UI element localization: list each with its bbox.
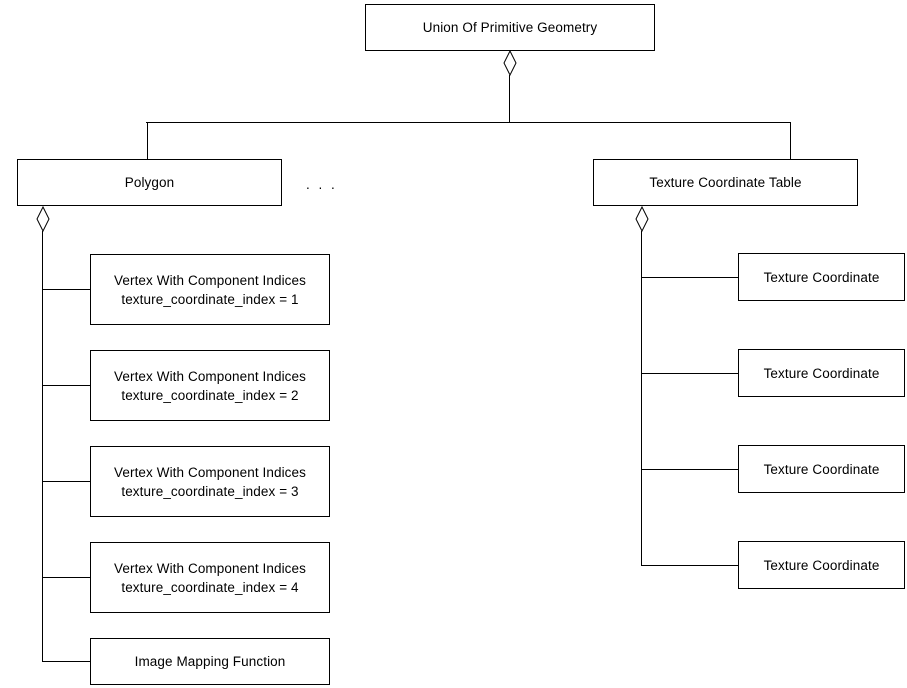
node-label: Texture Coordinate xyxy=(763,269,880,285)
node-label-line1: Vertex With Component Indices xyxy=(114,368,306,384)
node-union-of-primitive-geometry[interactable]: Union Of Primitive Geometry xyxy=(365,4,655,51)
edge-polygon-branch-2 xyxy=(42,385,91,386)
node-image-mapping-function[interactable]: Image Mapping Function xyxy=(90,638,330,685)
edge-polygon-branch-5 xyxy=(42,661,91,662)
edge-texture-table-branch-4 xyxy=(641,565,739,566)
edge-drop-polygon xyxy=(147,122,148,159)
node-polygon[interactable]: Polygon xyxy=(17,159,282,206)
node-vertex-with-component-indices-2[interactable]: Vertex With Component Indices texture_co… xyxy=(90,350,330,421)
node-texture-coordinate-4[interactable]: Texture Coordinate xyxy=(738,541,905,589)
node-texture-coordinate-1[interactable]: Texture Coordinate xyxy=(738,253,905,301)
edge-root-bus xyxy=(146,122,791,123)
edge-polygon-trunk xyxy=(42,231,43,661)
node-label: Union Of Primitive Geometry xyxy=(422,20,598,35)
node-label-line2: texture_coordinate_index = 3 xyxy=(121,483,299,499)
node-label-line2: texture_coordinate_index = 2 xyxy=(121,387,299,403)
node-label-line2: texture_coordinate_index = 4 xyxy=(121,579,299,595)
edge-texture-table-branch-3 xyxy=(641,469,739,470)
edge-drop-texture-coordinate-table xyxy=(790,122,791,159)
node-label: Texture Coordinate xyxy=(763,461,880,477)
node-vertex-with-component-indices-3[interactable]: Vertex With Component Indices texture_co… xyxy=(90,446,330,517)
node-texture-coordinate-table[interactable]: Texture Coordinate Table xyxy=(593,159,858,206)
edge-polygon-branch-3 xyxy=(42,481,91,482)
node-label: Texture Coordinate Table xyxy=(649,175,802,190)
node-label: Texture Coordinate xyxy=(763,365,880,381)
edge-texture-table-branch-2 xyxy=(641,373,739,374)
node-vertex-with-component-indices-1[interactable]: Vertex With Component Indices texture_co… xyxy=(90,254,330,325)
node-label-line2: texture_coordinate_index = 1 xyxy=(121,291,299,307)
node-label-line1: Vertex With Component Indices xyxy=(114,272,306,288)
node-label-line1: Vertex With Component Indices xyxy=(114,464,306,480)
edge-texture-table-branch-1 xyxy=(641,277,739,278)
edge-polygon-branch-1 xyxy=(42,289,91,290)
node-label: Image Mapping Function xyxy=(134,654,286,669)
node-label: Polygon xyxy=(124,175,175,190)
node-texture-coordinate-3[interactable]: Texture Coordinate xyxy=(738,445,905,493)
node-texture-coordinate-2[interactable]: Texture Coordinate xyxy=(738,349,905,397)
edge-polygon-branch-4 xyxy=(42,577,91,578)
node-label: Texture Coordinate xyxy=(763,557,880,573)
ellipsis-more-primitives: . . . xyxy=(306,177,338,192)
node-vertex-with-component-indices-4[interactable]: Vertex With Component Indices texture_co… xyxy=(90,542,330,613)
node-label-line1: Vertex With Component Indices xyxy=(114,560,306,576)
edge-root-stem xyxy=(509,75,510,122)
edge-texture-table-trunk xyxy=(641,231,642,565)
